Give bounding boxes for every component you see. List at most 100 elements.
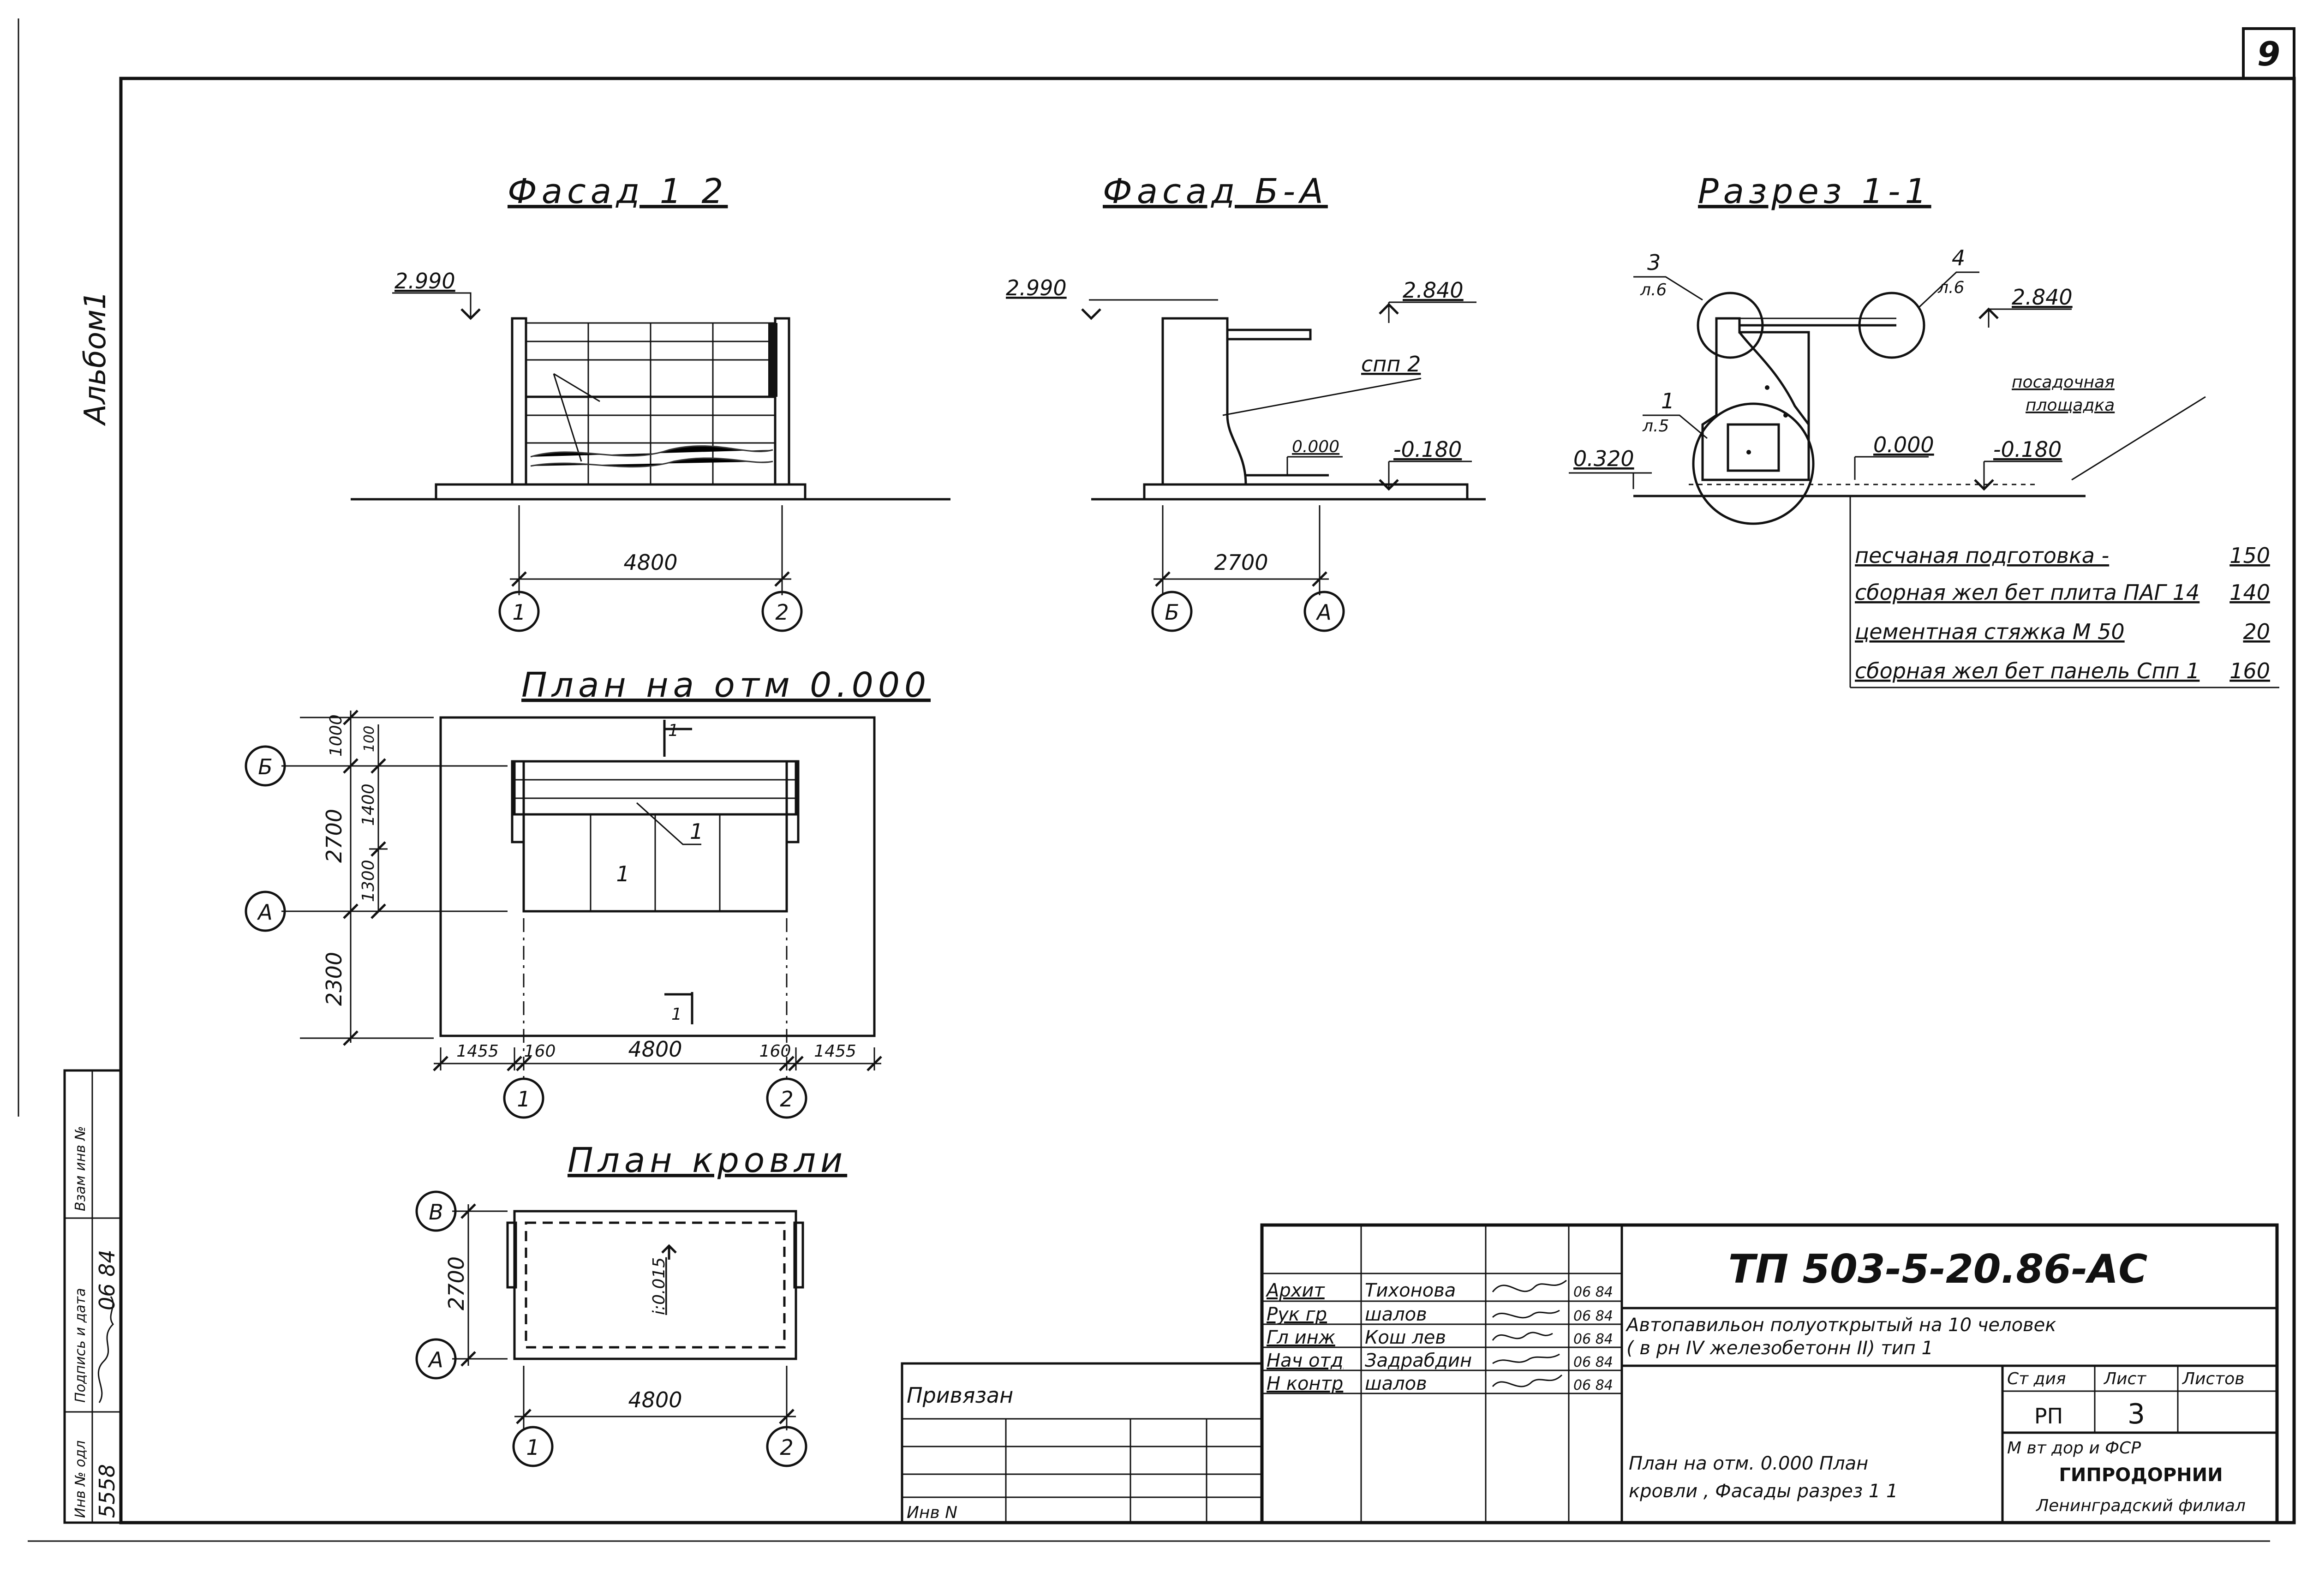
role-date: 06 84 xyxy=(1573,1354,1613,1370)
role-label: Гл инж xyxy=(1267,1327,1335,1348)
roof-axis-1: 1 xyxy=(526,1435,539,1460)
role-label: Рук гр xyxy=(1267,1304,1327,1325)
roof-axis-b: В xyxy=(429,1200,443,1225)
roof-plan: План кровли i:0.015 2700 В А 4800 1 2 xyxy=(415,1141,847,1467)
roof-axis-a: А xyxy=(427,1347,443,1372)
plan-element-mark: 1 xyxy=(690,819,703,844)
role-name: Тихонова xyxy=(1365,1280,1456,1301)
plan-dim-left-2700: 2700 xyxy=(322,809,347,863)
facade-ba-axis-right: А xyxy=(1315,600,1331,625)
layer-name: цементная стяжка М 50 xyxy=(1855,619,2125,644)
plan-section-mark-bottom: 1 xyxy=(671,1005,682,1024)
layer-name: песчаная подготовка - xyxy=(1855,543,2109,568)
role-name: Кош лев xyxy=(1365,1327,1446,1348)
layer-value: 140 xyxy=(2229,580,2270,605)
plan-title: План на отм 0.000 xyxy=(521,665,931,705)
plan-axis-a: А xyxy=(257,900,272,925)
sheet-header: Лист xyxy=(2103,1369,2146,1388)
plan-dim-inner-1300: 1300 xyxy=(359,860,378,902)
plan-dim-bottom-160-left: 160 xyxy=(524,1042,556,1061)
role-label: Н контр xyxy=(1267,1373,1343,1394)
description-line-2: ( в рн IV железобетонн II) тип 1 xyxy=(1626,1338,1933,1359)
role-name: шалов xyxy=(1365,1373,1427,1394)
section-level-roof: 2.840 xyxy=(2012,285,2073,310)
signatures xyxy=(1492,1279,1567,1387)
layer-name: сборная жел бет панель Спп 1 xyxy=(1855,658,2199,683)
roof-plan-title: План кровли xyxy=(568,1141,847,1180)
plan-dim-inner-100: 100 xyxy=(361,726,377,752)
stamp-header-sign: Подпись и дата xyxy=(72,1288,89,1403)
facade-ba-level-top: 2.990 xyxy=(1006,275,1067,300)
stamp-header-replace: Взам инв № xyxy=(72,1126,89,1211)
facade-ba-level-roof: 2.840 xyxy=(1403,278,1464,303)
callout-4: 4 xyxy=(1952,245,1965,270)
sheet-title-line-2: кровли , Фасады разрез 1 1 xyxy=(1629,1481,1898,1502)
tied-label: Привязан xyxy=(907,1383,1013,1408)
roof-dim-height: 2700 xyxy=(444,1256,469,1310)
facade-b-a: Фасад Б-А 2.990 2.840 спп 2 0.000 -0.180… xyxy=(1006,172,1486,632)
sheet-title-line-1: План на отм. 0.000 План xyxy=(1629,1453,1868,1474)
section-title: Разрез 1-1 xyxy=(1698,172,1931,211)
plan-dim-bottom-1455-left: 1455 xyxy=(456,1042,499,1061)
role-name: шалов xyxy=(1365,1304,1427,1325)
plan-section-mark-top: 1 xyxy=(668,721,679,740)
facade-12-dim-width: 4800 xyxy=(623,550,677,575)
role-date: 06 84 xyxy=(1573,1284,1613,1300)
facade-1-2: Фасад 1 2 2.990 4800 1 2 xyxy=(351,172,950,632)
facade-12-axis-left: 1 xyxy=(512,600,526,625)
roof-dim-width: 4800 xyxy=(628,1387,682,1412)
section-level-floor: 0.000 xyxy=(1873,432,1934,457)
role-date: 06 84 xyxy=(1573,1331,1613,1347)
roof-axis-2: 2 xyxy=(780,1435,793,1460)
callout-3: 3 xyxy=(1647,250,1661,275)
org-line-2: ГИПРОДОРНИИ xyxy=(2059,1464,2223,1486)
facade-12-axis-right: 2 xyxy=(775,600,789,625)
plan-dim-bottom-4800: 4800 xyxy=(628,1037,682,1062)
plan-dim-bottom-160-right: 160 xyxy=(759,1042,791,1061)
layer-value: 160 xyxy=(2229,658,2270,683)
left-stamp: Инв № одл Подпись и дата Взам инв № 5558… xyxy=(63,1069,122,1524)
stamp-inv-number: 5558 xyxy=(95,1464,120,1518)
album-side-label: Альбом1 xyxy=(78,291,113,426)
stage-header: Ст дия xyxy=(2007,1369,2066,1388)
plan-dim-bottom-1455-right: 1455 xyxy=(814,1042,856,1061)
sheets-header: Листов xyxy=(2181,1369,2244,1388)
roof-slope: i:0.015 xyxy=(650,1257,669,1315)
section-1-1: Разрез 1-1 3 л.6 4 л.6 1 л.5 2.840 0.000… xyxy=(1569,172,2279,688)
stage-value: РП xyxy=(2034,1404,2063,1429)
plan-0000: План на отм 0.000 1 1 1 1 1000 2700 2300 xyxy=(245,665,931,1119)
callout-1-sheet: л.5 xyxy=(1642,417,1669,436)
plan-axis-2: 2 xyxy=(780,1087,793,1112)
section-area-label-1: посадочная xyxy=(2012,373,2115,392)
org-line-3: Ленинградский филиал xyxy=(2035,1496,2246,1515)
doc-code: ТП 503-5-20.86-АС xyxy=(1728,1246,2148,1292)
facade-ba-dim-width: 2700 xyxy=(1214,550,1268,575)
title-block: Привязан Инв N ТП 503-5-20.86-АС Автопав… xyxy=(901,1223,2279,1524)
section-area-label-2: площадка xyxy=(2026,396,2115,415)
facade-ba-level-ground: -0.180 xyxy=(1393,437,1462,462)
facade-12-level-top: 2.990 xyxy=(394,269,455,293)
stamp-header-inv: Инв № одл xyxy=(72,1441,89,1518)
plan-dim-left-2300: 2300 xyxy=(322,952,347,1006)
role-date: 06 84 xyxy=(1573,1308,1613,1324)
layer-value: 20 xyxy=(2243,619,2270,644)
stamp-signature xyxy=(98,1296,114,1403)
facade-ba-axis-left: Б xyxy=(1165,600,1179,625)
callout-3-sheet: л.6 xyxy=(1640,281,1667,299)
layers-list: песчаная подготовка - 150 сборная жел бе… xyxy=(1855,543,2270,683)
facade-12-title: Фасад 1 2 xyxy=(508,172,728,211)
sheet-number: 3 xyxy=(2128,1398,2145,1430)
plan-dim-inner-1400: 1400 xyxy=(359,783,378,826)
role-label: Нач отд xyxy=(1267,1350,1343,1371)
plan-axis-b: Б xyxy=(258,754,273,779)
layer-name: сборная жел бет плита ПАГ 14 xyxy=(1855,580,2199,605)
page-number: 9 xyxy=(2257,35,2280,73)
facade-ba-level-floor: 0.000 xyxy=(1292,437,1339,456)
stamp-date: 06 84 xyxy=(95,1249,120,1310)
section-level-ground: -0.180 xyxy=(1993,437,2062,462)
facade-ba-panel-label: спп 2 xyxy=(1361,352,1421,377)
role-name: Задрабдин xyxy=(1365,1350,1472,1371)
role-label: Архит xyxy=(1265,1280,1325,1301)
description-line-1: Автопавильон полуоткрытый на 10 человек xyxy=(1625,1315,2056,1336)
